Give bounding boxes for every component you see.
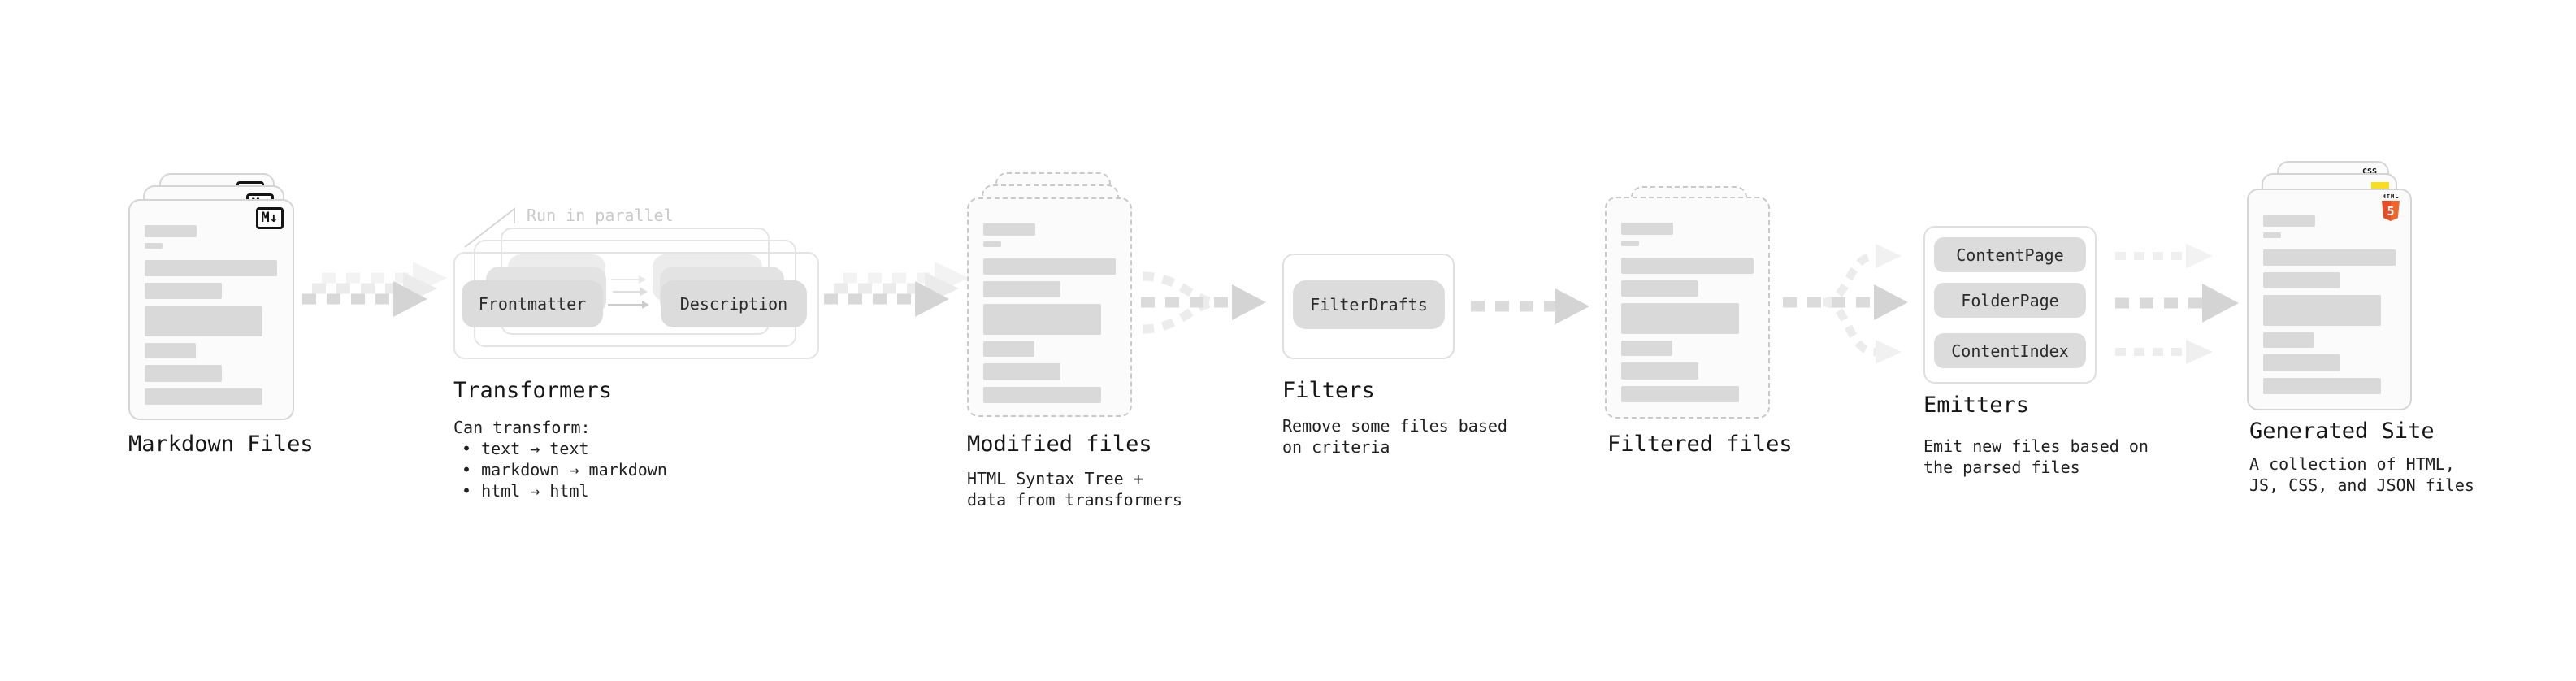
contentindex-pill: ContentIndex <box>1934 333 2086 368</box>
text-line <box>145 225 197 237</box>
flow-arrow-to-filtered-icon <box>1471 288 1589 324</box>
text-line <box>2263 354 2340 371</box>
markdown-files-label: Markdown Files <box>128 432 314 457</box>
text-line <box>1621 362 1698 380</box>
can-transform-title: Can transform: <box>453 418 591 437</box>
text-line <box>145 243 163 249</box>
html5-icon: HTML 5 <box>2380 193 2401 221</box>
flow-arrow-triple-icon <box>2115 244 2239 364</box>
text-line <box>1621 340 1672 356</box>
text-line <box>2263 272 2340 288</box>
transformer-instance-front <box>453 252 819 359</box>
text-line <box>1621 386 1739 402</box>
flow-arrow-to-transformers-icon <box>302 262 447 317</box>
html5-shield: 5 <box>2382 201 2400 221</box>
text-line <box>145 283 222 299</box>
text-line <box>983 258 1116 275</box>
text-line <box>2263 215 2315 227</box>
text-line <box>1621 241 1639 246</box>
bullet-item: • markdown → markdown <box>462 460 667 479</box>
desc-line: the parsed files <box>1923 458 2080 477</box>
text-line <box>2263 232 2281 238</box>
folderpage-pill: FolderPage <box>1934 283 2086 318</box>
text-line <box>2263 295 2381 326</box>
desc-line: A collection of HTML, <box>2249 454 2455 474</box>
desc-line: data from transformers <box>967 490 1182 510</box>
text-line <box>2263 332 2314 348</box>
flow-arrow-diverge-icon <box>1783 244 1908 364</box>
callout-line-icon <box>464 206 515 248</box>
filters-description: Remove some files based on criteria <box>1282 415 1507 458</box>
emitters-label: Emitters <box>1923 393 2030 418</box>
text-line <box>983 387 1101 403</box>
description-pill: Description <box>661 280 807 327</box>
bullet-item: • html → html <box>462 481 589 501</box>
text-line <box>983 281 1060 297</box>
run-in-parallel-note: Run in parallel <box>527 206 674 225</box>
text-line <box>145 306 262 336</box>
desc-line: on criteria <box>1282 437 1390 457</box>
generated-site-description: A collection of HTML, JS, CSS, and JSON … <box>2249 453 2474 496</box>
desc-line: Remove some files based <box>1282 416 1507 436</box>
desc-line: JS, CSS, and JSON files <box>2249 475 2474 495</box>
text-line <box>1621 223 1673 235</box>
html5-wordmark: HTML <box>2382 193 2400 200</box>
bullet-item: • text → text <box>462 439 589 458</box>
contentpage-pill: ContentPage <box>1934 237 2086 272</box>
filtered-files-label: Filtered files <box>1607 432 1793 457</box>
emitters-description: Emit new files based on the parsed files <box>1923 436 2149 478</box>
generated-site-label: Generated Site <box>2249 419 2435 444</box>
text-line <box>145 260 277 276</box>
text-line <box>983 304 1101 335</box>
text-line <box>1621 303 1739 334</box>
modified-files-label: Modified files <box>967 432 1152 457</box>
desc-line: Emit new files based on <box>1923 436 2149 456</box>
parallel-arrows-icon <box>608 275 649 309</box>
js-icon <box>2371 182 2389 191</box>
markdown-icon: M↓ <box>255 207 284 229</box>
text-line <box>1621 280 1698 297</box>
modified-file-page-front <box>967 197 1132 417</box>
text-line <box>145 365 222 382</box>
text-line <box>1621 258 1754 274</box>
modified-files-description: HTML Syntax Tree + data from transformer… <box>967 468 1182 510</box>
text-line <box>983 223 1035 236</box>
text-line <box>983 363 1060 380</box>
text-line <box>983 241 1001 247</box>
text-line <box>145 388 262 405</box>
text-line <box>2263 378 2381 394</box>
desc-line: HTML Syntax Tree + <box>967 469 1143 488</box>
filtered-file-page-front <box>1605 197 1770 419</box>
transformers-label: Transformers <box>453 378 613 403</box>
flow-arrow-converge-icon <box>1141 271 1266 334</box>
text-line <box>2263 249 2396 266</box>
generated-file-page-front: HTML 5 <box>2247 189 2412 410</box>
text-line <box>145 343 196 358</box>
frontmatter-pill: Frontmatter <box>462 280 603 327</box>
flow-arrow-to-modified-icon <box>824 262 969 317</box>
transformers-description: Can transform: • text → text • markdown … <box>453 417 667 501</box>
filters-label: Filters <box>1282 378 1375 403</box>
filterdrafts-pill: FilterDrafts <box>1293 280 1445 329</box>
text-line <box>983 341 1034 357</box>
markdown-file-page-front: M↓ <box>128 199 294 420</box>
